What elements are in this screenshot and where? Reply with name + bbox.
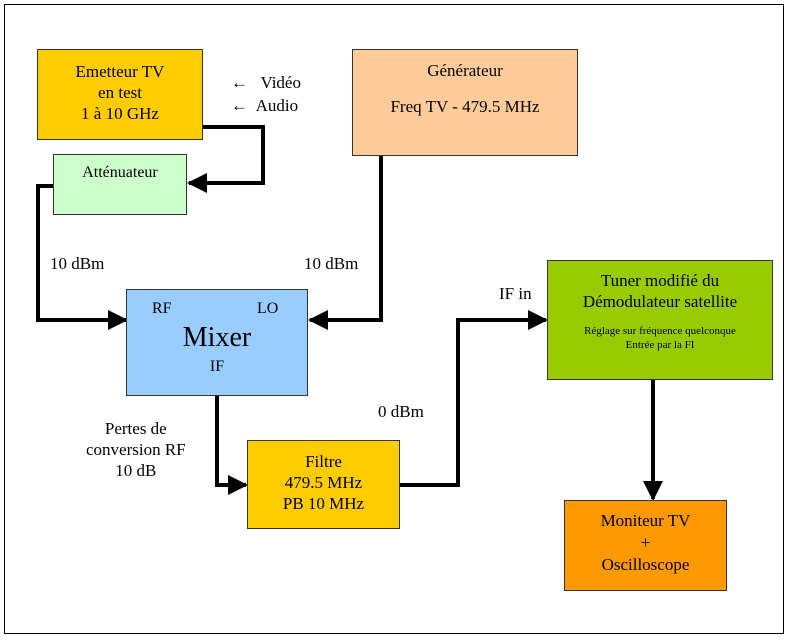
video-arrow-icon: ← [231, 73, 248, 92]
moniteur-line-1: Moniteur TV [600, 511, 691, 530]
pertes-line-1: Pertes de [104, 419, 167, 438]
moniteur-line-3: Oscilloscope [601, 555, 690, 574]
diagram-frame [4, 4, 784, 634]
wire-attenuateur-mixer-rf [36, 184, 128, 330]
filtre-line-1: Filtre [305, 452, 342, 471]
generateur-freq: Freq TV - 479.5 MHz [390, 97, 540, 116]
tuner-small-1: Réglage sur fréquence quelconque [584, 325, 736, 337]
video-label: Vidéo [260, 73, 301, 92]
moniteur-block: Moniteur TV + Oscilloscope [564, 500, 727, 591]
if-in-label: IF in [499, 284, 532, 303]
mixer-if-port: IF [209, 358, 225, 375]
generateur-title: Générateur [427, 61, 503, 80]
wire-filtre-tuner [400, 310, 548, 487]
audio-input-label: ← Audio [231, 96, 298, 116]
mixer-rf-port: RF [152, 300, 172, 317]
mixer-title: Mixer [182, 322, 252, 353]
video-input-label: ← Vidéo [231, 73, 301, 93]
moniteur-line-2: + [640, 533, 651, 552]
filtre-line-3: PB 10 MHz [282, 494, 365, 513]
rf-level-label: 10 dBm [50, 254, 105, 273]
wire-mixer-filtre [215, 396, 248, 495]
mixer-block: RF LO Mixer IF [126, 289, 308, 396]
emetteur-line-2: en test [98, 83, 142, 102]
emetteur-tv-block: Emetteur TV en test 1 à 10 GHz [37, 49, 203, 140]
attenuateur-block: Atténuateur [53, 154, 187, 215]
tuner-line-2: Démodulateur satellite [582, 292, 738, 311]
filtre-block: Filtre 479.5 MHz PB 10 MHz [247, 440, 400, 529]
audio-arrow-icon: ← [231, 96, 248, 115]
emetteur-line-1: Emetteur TV [75, 62, 165, 81]
mixer-lo-port: LO [257, 300, 279, 317]
lo-level-label: 10 dBm [304, 254, 359, 273]
emetteur-line-3: 1 à 10 GHz [81, 104, 159, 123]
generateur-block: Générateur Freq TV - 479.5 MHz [352, 49, 578, 156]
filtre-line-2: 479.5 MHz [284, 473, 363, 492]
pertes-label: Pertes de conversion RF 10 dB [86, 418, 186, 481]
tuner-line-1: Tuner modifié du [600, 271, 720, 290]
if-level-label: 0 dBm [378, 402, 424, 421]
pertes-line-3: 10 dB [115, 461, 157, 480]
audio-label: Audio [255, 96, 299, 115]
tuner-block: Tuner modifié du Démodulateur satellite … [547, 260, 773, 380]
pertes-line-2: conversion RF [86, 440, 186, 459]
wire-emetteur-attenuateur [187, 125, 265, 193]
wire-generateur-mixer-lo [308, 156, 383, 330]
attenuateur-label: Atténuateur [82, 164, 158, 181]
tuner-small-2: Entrée par la FI [625, 339, 695, 351]
